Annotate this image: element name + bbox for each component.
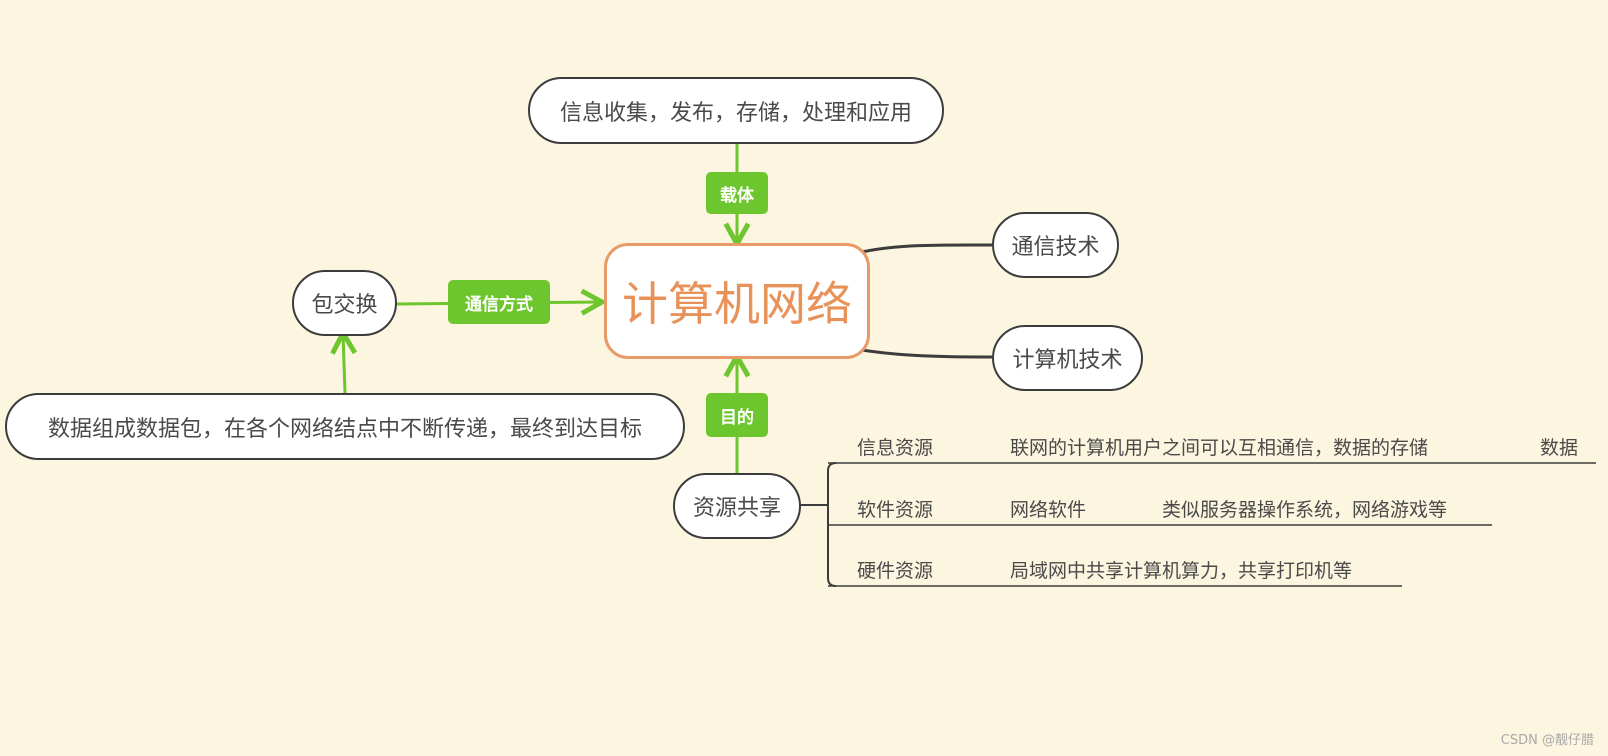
node-computer-tech[interactable]: 计算机技术 <box>992 325 1143 391</box>
edge-detail-to-left <box>343 333 345 394</box>
branch-info-resource-detail[interactable]: 联网的计算机用户之间可以互相通信，数据的存储 <box>1010 437 1429 459</box>
edge-label-carrier: 载体 <box>706 172 768 214</box>
watermark: CSDN @靓仔腊 <box>1500 733 1594 748</box>
edge-center-to-computer-tech <box>861 348 993 359</box>
node-comm-tech[interactable]: 通信技术 <box>992 212 1119 278</box>
center-node-label: 计算机网络 <box>622 277 852 331</box>
branch-info-resource[interactable]: 信息资源 <box>857 437 934 459</box>
top-node-label: 信息收集，发布，存储，处理和应用 <box>559 100 912 126</box>
node-packet-switching[interactable]: 包交换 <box>292 270 397 336</box>
node-packet-detail[interactable]: 数据组成数据包，在各个网络结点中不断传递，最终到达目标 <box>5 393 685 460</box>
node-comm-tech-label: 通信技术 <box>1011 235 1100 260</box>
branch-software-resource[interactable]: 软件资源 <box>857 499 934 521</box>
node-resource-sharing[interactable]: 资源共享 <box>673 473 801 539</box>
center-node[interactable]: 计算机网络 <box>604 243 870 359</box>
node-packet-switching-label: 包交换 <box>311 293 378 318</box>
edge-center-to-comm-tech <box>861 243 993 254</box>
node-resource-sharing-label: 资源共享 <box>692 496 781 521</box>
top-node[interactable]: 信息收集，发布，存储，处理和应用 <box>528 77 944 144</box>
edge-label-purpose: 目的 <box>706 393 768 437</box>
edge-label-comm-method: 通信方式 <box>448 280 550 324</box>
branch-info-resource-extra[interactable]: 数据 <box>1540 437 1579 459</box>
node-packet-detail-label: 数据组成数据包，在各个网络结点中不断传递，最终到达目标 <box>47 416 642 442</box>
node-computer-tech-label: 计算机技术 <box>1012 348 1123 373</box>
branch-software-resource-extra[interactable]: 类似服务器操作系统，网络游戏等 <box>1162 499 1448 521</box>
branch-software-resource-detail[interactable]: 网络软件 <box>1010 499 1087 521</box>
branch-hardware-resource[interactable]: 硬件资源 <box>857 560 934 582</box>
branch-hardware-resource-detail[interactable]: 局域网中共享计算机算力，共享打印机等 <box>1010 560 1353 582</box>
